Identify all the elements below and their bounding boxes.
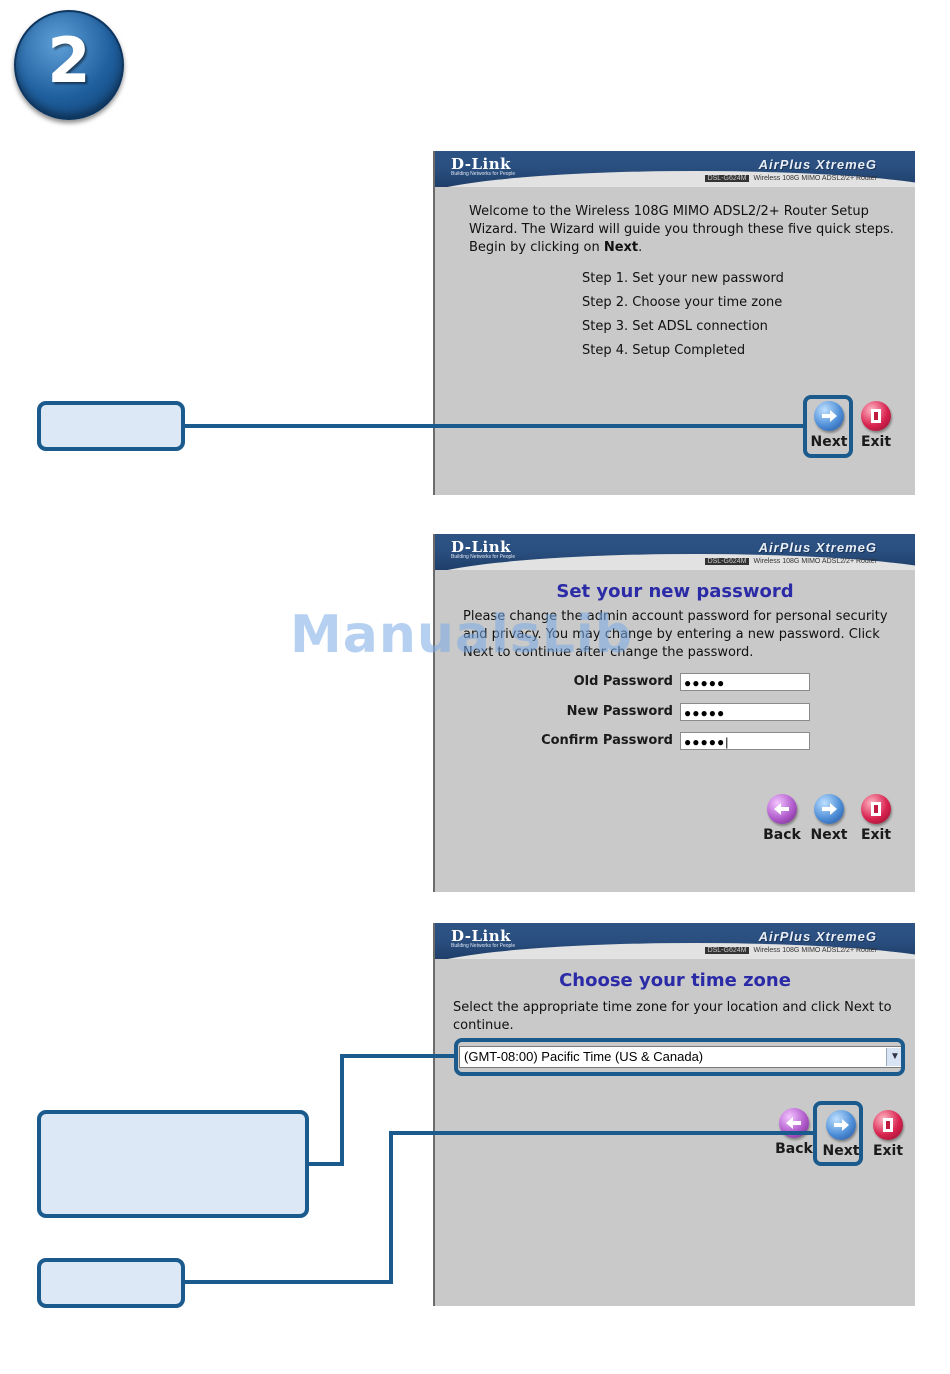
exit-button[interactable]: Exit: [854, 401, 898, 450]
dlink-tagline: Building Networks for People: [451, 171, 516, 177]
watermark: ManualsLib: [290, 605, 633, 665]
step-item: Step 4. Setup Completed: [582, 343, 746, 358]
arrow-left-icon: [767, 794, 797, 824]
callout-line: [340, 1054, 456, 1058]
dlink-logo: D-Link: [451, 538, 512, 556]
dlink-banner: D-Link Building Networks for People AirP…: [435, 923, 915, 959]
next-label: Next: [822, 1143, 860, 1159]
new-password-input[interactable]: ●●●●●: [680, 703, 810, 721]
welcome-text: Welcome to the Wireless 108G MIMO ADSL2/…: [469, 204, 894, 255]
exit-icon: [861, 794, 891, 824]
exit-icon: [861, 401, 891, 431]
exit-label: Exit: [860, 434, 892, 450]
airplus-brand: AirPlus XtremeG: [758, 929, 877, 944]
next-button[interactable]: Next: [819, 1110, 863, 1159]
airplus-brand: AirPlus XtremeG: [758, 540, 877, 555]
old-password-label: Old Password: [573, 674, 673, 689]
exit-button[interactable]: Exit: [866, 1110, 910, 1159]
dlink-logo: D-Link: [451, 927, 512, 945]
back-label: Back: [763, 827, 801, 843]
next-label: Next: [810, 827, 848, 843]
callout-box: [37, 1258, 185, 1308]
callout-line: [184, 1280, 393, 1284]
arrow-right-icon: [814, 794, 844, 824]
callout-box: [37, 401, 185, 451]
timezone-instructions: Select the appropriate time zone for you…: [453, 1000, 892, 1033]
next-button[interactable]: Next: [807, 401, 851, 450]
timezone-value: (GMT-08:00) Pacific Time (US & Canada): [464, 1049, 704, 1064]
page-title: Set your new password: [556, 581, 794, 602]
back-label: Back: [775, 1141, 813, 1157]
step-item: Step 1. Set your new password: [582, 271, 784, 286]
arrow-right-icon: [814, 401, 844, 431]
timezone-select-highlight: [454, 1038, 905, 1076]
new-password-label: New Password: [566, 704, 673, 719]
callout-line: [308, 1162, 344, 1166]
step-item: Step 3. Set ADSL connection: [582, 319, 768, 334]
step-number: 2: [47, 24, 91, 97]
callout-line: [184, 424, 805, 428]
next-button-highlight: [803, 395, 853, 458]
dlink-tagline: Building Networks for People: [451, 943, 516, 949]
callout-box: [37, 1110, 309, 1218]
dlink-logo: D-Link: [451, 155, 512, 173]
callout-line: [389, 1131, 815, 1135]
time-zone-screenshot: D-Link Building Networks for People AirP…: [433, 923, 915, 1306]
chevron-down-icon[interactable]: ▼: [886, 1048, 903, 1066]
next-button-highlight: [813, 1101, 863, 1166]
old-password-input[interactable]: ●●●●●: [680, 673, 810, 691]
exit-button[interactable]: Exit: [854, 794, 898, 843]
confirm-password-input[interactable]: ●●●●●|: [680, 732, 810, 750]
confirm-password-label: Confirm Password: [541, 733, 673, 748]
exit-label: Exit: [872, 1143, 904, 1159]
exit-label: Exit: [860, 827, 892, 843]
step-number-badge: 2: [14, 10, 124, 120]
next-button[interactable]: Next: [807, 794, 851, 843]
callout-line: [389, 1131, 393, 1284]
set-password-screenshot: D-Link Building Networks for People AirP…: [433, 534, 915, 892]
back-button[interactable]: Back: [760, 794, 804, 843]
next-label: Next: [810, 434, 848, 450]
page-title: Choose your time zone: [559, 970, 791, 991]
dlink-tagline: Building Networks for People: [451, 554, 516, 560]
exit-icon: [873, 1110, 903, 1140]
arrow-right-icon: [826, 1110, 856, 1140]
password-instructions: Please change the admin account password…: [463, 609, 888, 660]
callout-line: [340, 1054, 344, 1166]
wizard-welcome-screenshot: D-Link Building Networks for People AirP…: [433, 151, 915, 495]
dlink-banner: D-Link Building Networks for People AirP…: [435, 151, 915, 187]
step-item: Step 2. Choose your time zone: [582, 295, 783, 310]
dlink-banner: D-Link Building Networks for People AirP…: [435, 534, 915, 570]
timezone-select[interactable]: (GMT-08:00) Pacific Time (US & Canada) ▼: [459, 1046, 905, 1068]
airplus-brand: AirPlus XtremeG: [758, 157, 877, 172]
